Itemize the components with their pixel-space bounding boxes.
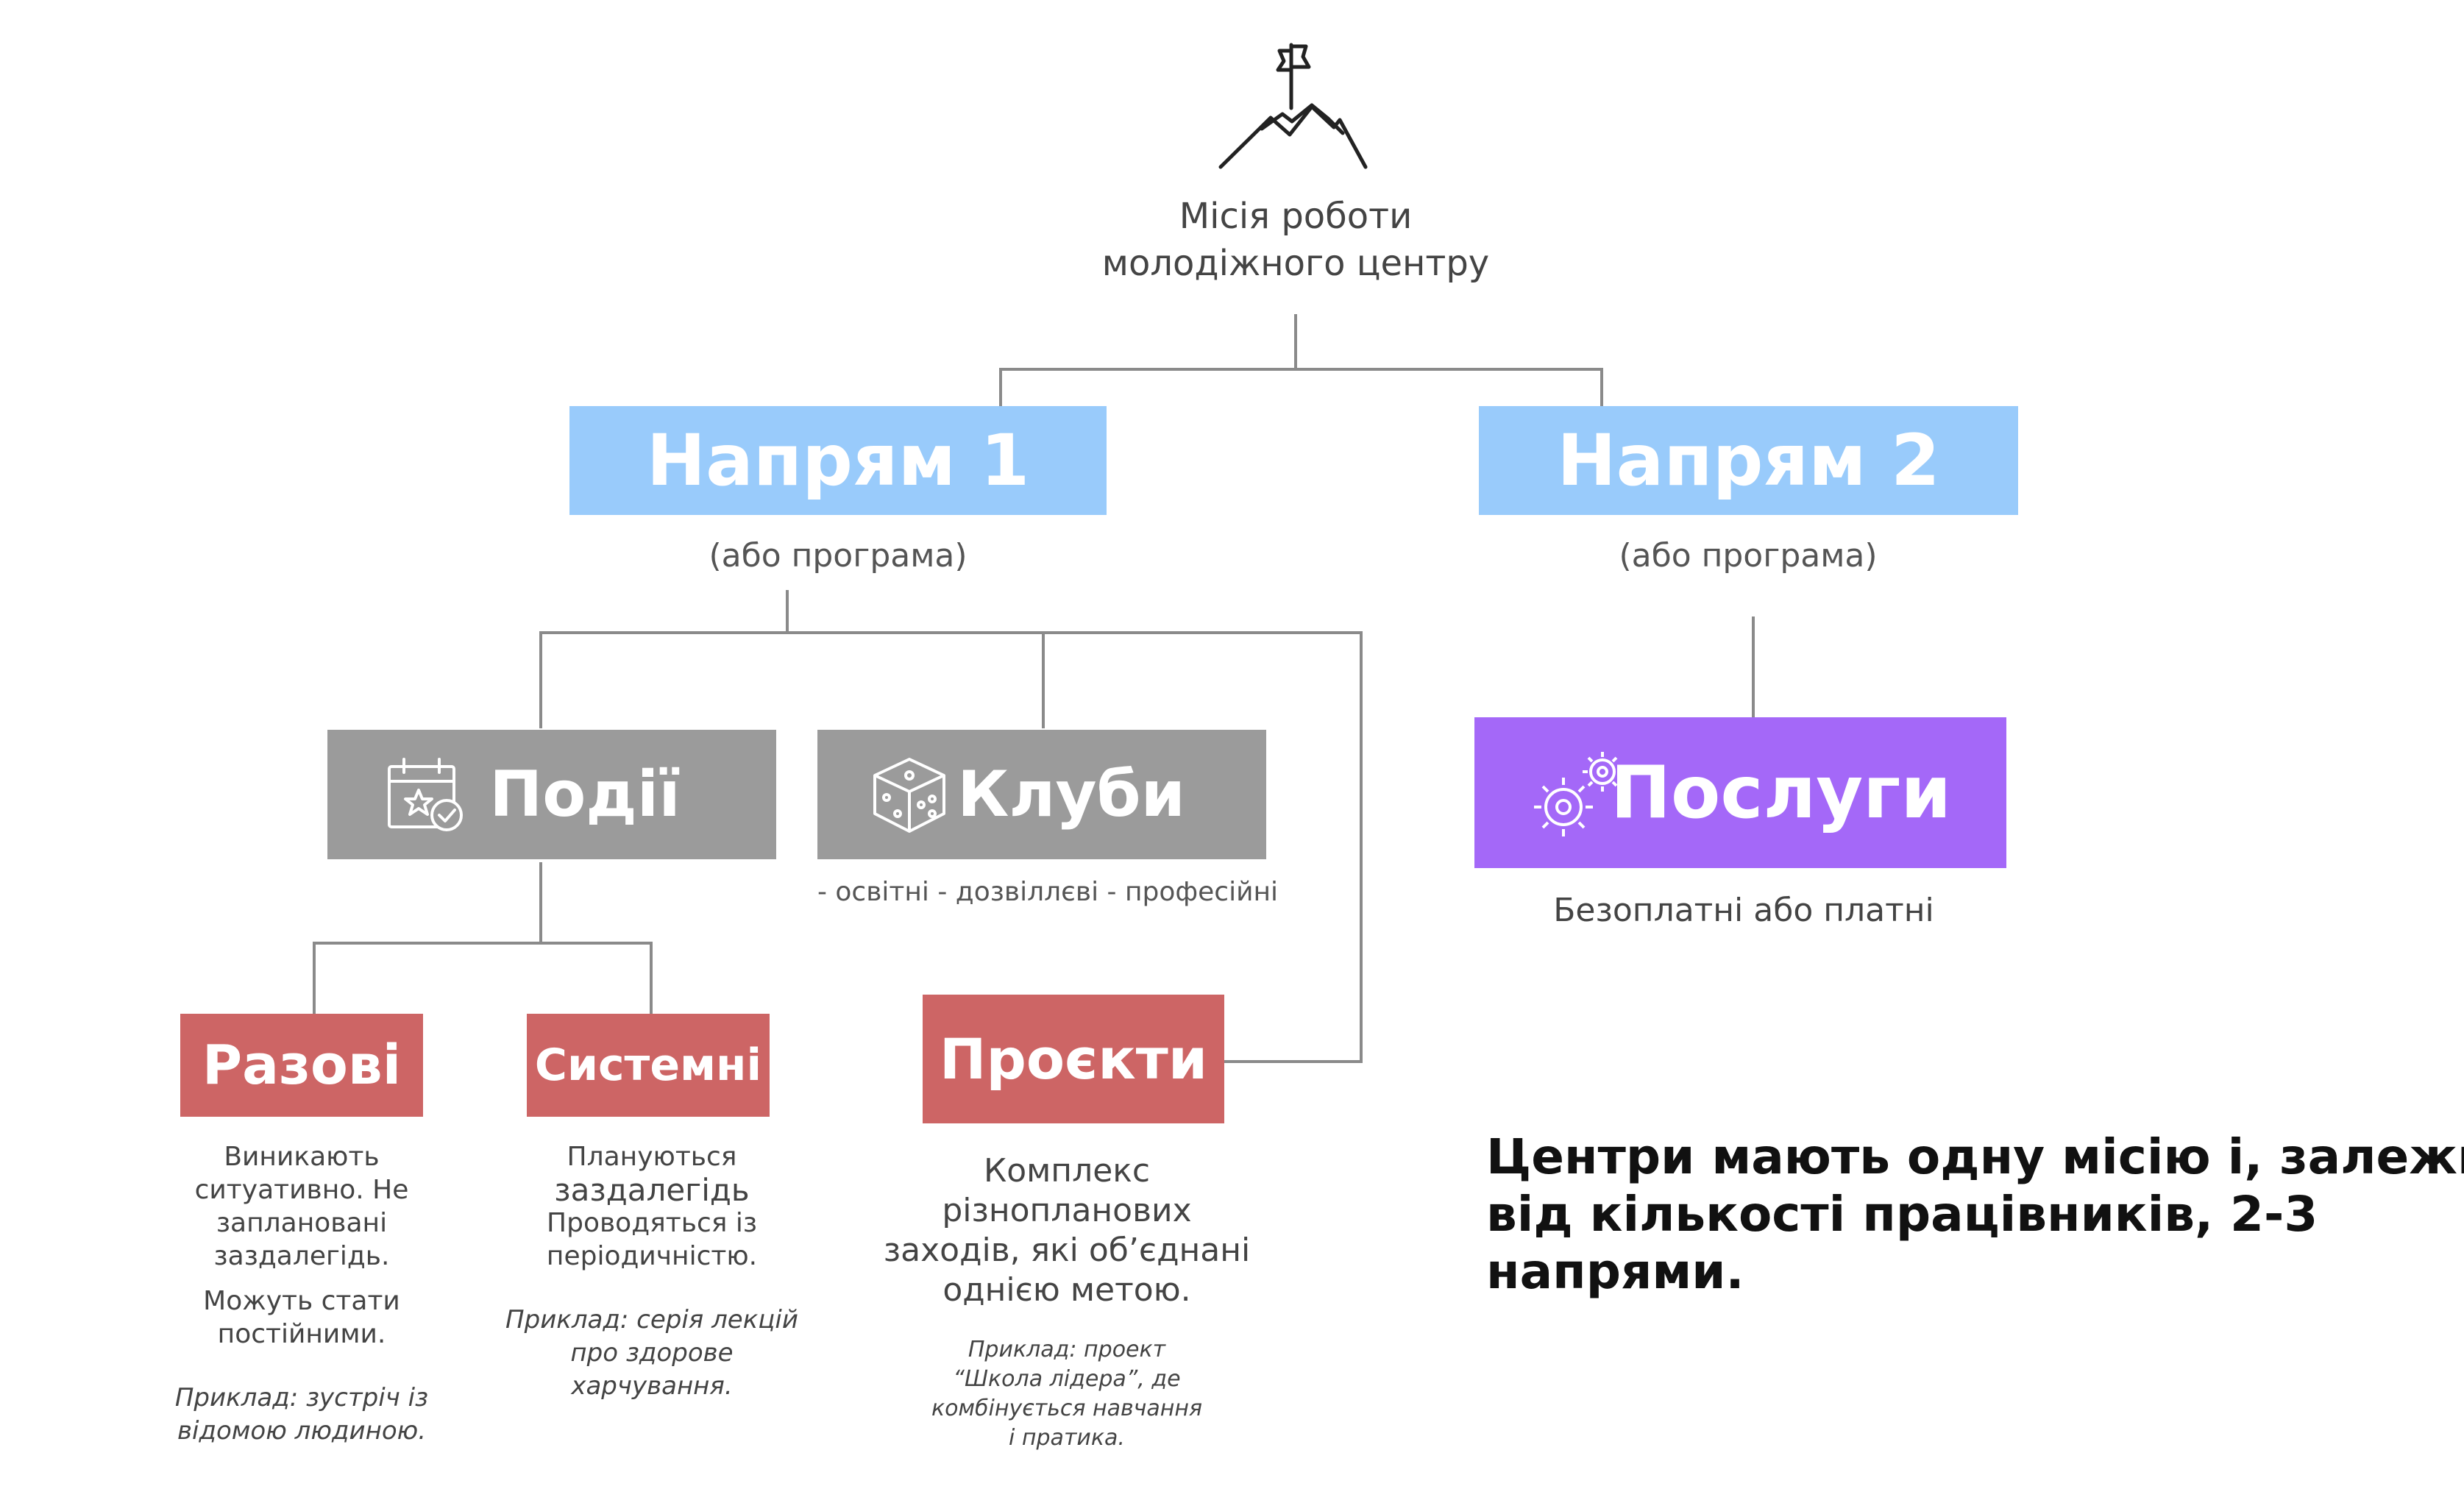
projects-desc-1: Комплекс (983, 1152, 1151, 1190)
clubs-note: - освітні - дозвіллєві - професійні (817, 877, 1279, 907)
systemic-example-3: харчування. (571, 1371, 733, 1401)
direction-1-title: Напрям 1 (646, 419, 1030, 502)
calendar-star-icon (386, 756, 467, 834)
one-time-desc-5: постійними. (217, 1319, 386, 1349)
systemic-desc-4: періодичністю. (546, 1241, 758, 1271)
clubs-title: Клуби (957, 758, 1185, 831)
one-time-box[interactable]: Разові (180, 1014, 423, 1117)
events-box[interactable]: Події (327, 730, 776, 859)
services-box[interactable]: Послуги (1474, 717, 2006, 868)
mission-line-1: Місія роботи (1179, 196, 1413, 237)
projects-example-1: Приклад: проект (968, 1337, 1166, 1362)
projects-desc-4: однією метою. (942, 1271, 1191, 1309)
direction-1-subtitle: (або програма) (709, 537, 968, 575)
summary-line-2: від кількості працівників, 2-3 (1486, 1186, 2318, 1243)
systemic-example-2: про здорове (570, 1338, 734, 1368)
services-note: Безоплатні або платні (1553, 892, 1934, 929)
projects-example-2: “Школа лідера”, де (953, 1366, 1181, 1392)
one-time-description: Виникають ситуативно. Не заплановані заз… (140, 1140, 464, 1448)
projects-desc-2: різнопланових (942, 1192, 1192, 1229)
dice-icon (870, 756, 948, 834)
direction-2-box[interactable]: Напрям 2 (1479, 406, 2018, 515)
systemic-description: Плануються заздалегідь Проводяться із пе… (483, 1140, 821, 1403)
projects-title: Проєкти (939, 1026, 1208, 1092)
services-title: Послуги (1611, 750, 1951, 835)
projects-description: Комплекс різнопланових заходів, які об’є… (868, 1151, 1265, 1453)
direction-1-box[interactable]: Напрям 1 (569, 406, 1107, 515)
one-time-desc-1: Виникають (224, 1142, 380, 1172)
systemic-example-1: Приклад: серія лекцій (505, 1305, 798, 1335)
systemic-desc-2: заздалегідь (554, 1172, 750, 1208)
direction-2-subtitle: (або програма) (1619, 537, 1878, 575)
systemic-desc-1: Плануються (567, 1142, 737, 1172)
mountain-flag-icon (1218, 40, 1368, 169)
gears-icon (1530, 748, 1626, 840)
mission-text: Місія роботи молодіжного центру (1075, 193, 1516, 287)
summary-line-1: Центри мають одну місію і, залежно (1486, 1129, 2464, 1185)
projects-desc-3: заходів, які об’єднані (883, 1232, 1251, 1269)
projects-example-4: і пратика. (1009, 1425, 1125, 1451)
projects-box[interactable]: Проєкти (923, 995, 1224, 1123)
direction-2-title: Напрям 2 (1557, 419, 1940, 502)
one-time-example-2: відомою людиною. (177, 1416, 427, 1446)
summary-line-3: напрями. (1486, 1243, 1744, 1300)
systemic-box[interactable]: Системні (527, 1014, 770, 1117)
connector-direction1-to-categories (539, 590, 1363, 1063)
mission-line-2: молодіжного центру (1101, 243, 1490, 284)
systemic-desc-3: Проводяться із (547, 1208, 757, 1238)
summary-text: Центри мають одну місію і, залежно від к… (1486, 1129, 2464, 1301)
systemic-title: Системні (534, 1040, 762, 1091)
connector-mission-to-directions (999, 314, 1603, 406)
events-title: Події (489, 758, 681, 831)
one-time-desc-3: заплановані заздалегідь. (213, 1208, 390, 1271)
one-time-desc-2: ситуативно. Не (194, 1175, 409, 1205)
clubs-box[interactable]: Клуби (817, 730, 1266, 859)
one-time-example-1: Приклад: зустріч із (174, 1383, 429, 1412)
projects-example-3: комбінується навчання (931, 1396, 1203, 1421)
one-time-desc-4: Можуть стати (203, 1286, 400, 1316)
connector-events-to-types (313, 862, 653, 1014)
one-time-title: Разові (202, 1034, 402, 1097)
